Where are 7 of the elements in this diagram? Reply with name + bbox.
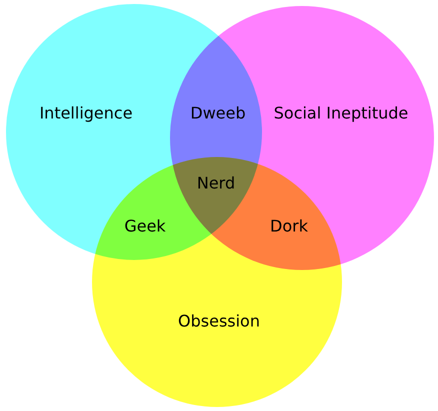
set-label: Intelligence [39,104,133,122]
set-label: Obsession [178,312,260,330]
overlap-label: Dork [270,216,308,236]
set-label: Social Ineptitude [274,104,408,122]
overlap-label: Nerd [196,174,236,192]
overlap-label: Geek [124,216,166,236]
overlap-label: Dweeb [190,104,246,122]
